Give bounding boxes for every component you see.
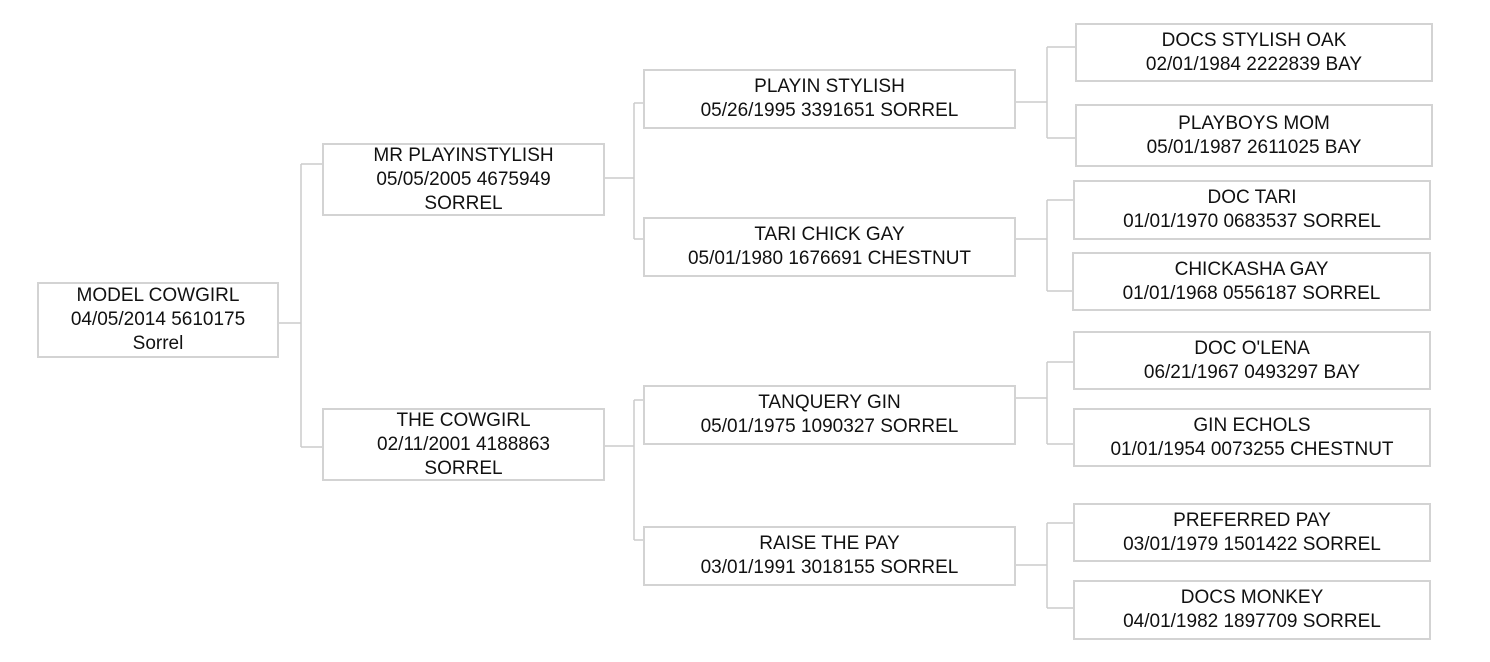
horse-details: 05/01/1987 2611025 BAY [1146,136,1362,158]
horse-box-sire-sire-dam[interactable]: PLAYBOYS MOM 05/01/1987 2611025 BAY [1075,104,1433,167]
horse-box-dam[interactable]: THE COWGIRL 02/11/2001 4188863 SORREL [322,408,605,481]
horse-box-sire-dam[interactable]: TARI CHICK GAY 05/01/1980 1676691 CHESTN… [643,217,1016,277]
horse-details: 01/01/1970 0683537 SORREL [1123,211,1381,232]
horse-name: PLAYBOYS MOM [1178,112,1330,134]
horse-color: Sorrel [132,333,184,354]
horse-details: 05/05/2005 4675949 [376,168,551,190]
horse-name: GIN ECHOLS [1193,414,1311,436]
horse-box-sire-sire-sire[interactable]: DOCS STYLISH OAK 02/01/1984 2222839 BAY [1075,23,1433,82]
horse-details: 01/01/1968 0556187 SORREL [1122,282,1381,304]
horse-name: MR PLAYINSTYLISH [373,144,554,166]
horse-name: PLAYIN STYLISH [754,76,905,97]
horse-name: MODEL COWGIRL [76,285,240,306]
horse-name: RAISE THE PAY [759,533,900,554]
horse-box-dam-sire-dam[interactable]: GIN ECHOLS 01/01/1954 0073255 CHESTNUT [1073,408,1431,467]
horse-box-sire[interactable]: MR PLAYINSTYLISH 05/05/2005 4675949 SORR… [322,143,605,216]
horse-details: 04/01/1982 1897709 SORREL [1123,611,1381,632]
horse-box-dam-sire[interactable]: TANQUERY GIN 05/01/1975 1090327 SORREL [643,385,1016,445]
horse-color: SORREL [424,192,503,214]
horse-box-dam-sire-sire[interactable]: DOC O'LENA 06/21/1967 0493297 BAY [1073,331,1431,390]
connector-group [279,46,1075,609]
horse-details: 05/01/1975 1090327 SORREL [700,416,959,437]
horse-box-sire-sire[interactable]: PLAYIN STYLISH 05/26/1995 3391651 SORREL [643,69,1016,129]
horse-name: PREFERRED PAY [1173,509,1331,531]
horse-details: 05/26/1995 3391651 SORREL [700,100,959,121]
horse-box-subject[interactable]: MODEL COWGIRL 04/05/2014 5610175 Sorrel [37,282,279,358]
horse-color: SORREL [424,457,503,479]
horse-details: 01/01/1954 0073255 CHESTNUT [1110,438,1394,460]
horse-box-sire-dam-dam[interactable]: CHICKASHA GAY 01/01/1968 0556187 SORREL [1072,252,1431,311]
horse-name: DOCS STYLISH OAK [1161,29,1347,51]
horse-name: THE COWGIRL [396,409,531,431]
horse-name: TANQUERY GIN [758,392,901,413]
horse-details: 05/01/1980 1676691 CHESTNUT [687,248,972,269]
horse-name: CHICKASHA GAY [1174,258,1329,280]
horse-name: TARI CHICK GAY [754,224,905,245]
horse-details: 03/01/1979 1501422 SORREL [1123,533,1381,555]
horse-box-dam-dam[interactable]: RAISE THE PAY 03/01/1991 3018155 SORREL [643,526,1016,586]
horse-details: 02/01/1984 2222839 BAY [1145,53,1363,75]
horse-details: 02/11/2001 4188863 [377,433,550,455]
horse-details: 03/01/1991 3018155 SORREL [700,557,959,578]
horse-box-sire-dam-sire[interactable]: DOC TARI 01/01/1970 0683537 SORREL [1073,180,1431,240]
horse-details: 04/05/2014 5610175 [70,309,246,330]
horse-box-dam-dam-sire[interactable]: PREFERRED PAY 03/01/1979 1501422 SORREL [1073,503,1431,562]
horse-box-dam-dam-dam[interactable]: DOCS MONKEY 04/01/1982 1897709 SORREL [1073,580,1431,640]
horse-details: 06/21/1967 0493297 BAY [1143,361,1361,383]
horse-name: DOC O'LENA [1194,337,1310,359]
horse-name: DOCS MONKEY [1180,587,1324,608]
horse-name: DOC TARI [1207,187,1297,208]
